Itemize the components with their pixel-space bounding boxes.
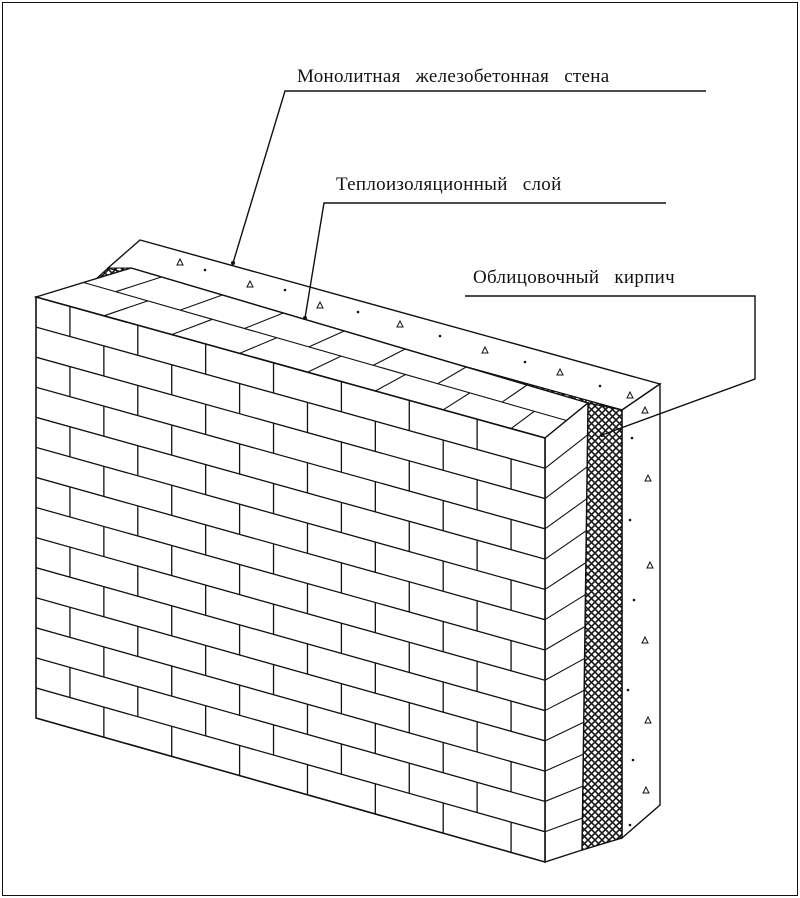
concrete-aggregate bbox=[203, 268, 207, 272]
brick-side-bed-joint bbox=[544, 689, 585, 712]
brick-top-joint bbox=[171, 318, 213, 336]
brick-bed-joint bbox=[36, 536, 545, 681]
concrete-aggregate bbox=[356, 310, 360, 314]
label-concrete-wall: Монолитная железобетонная стена bbox=[297, 66, 610, 87]
concrete-aggregate bbox=[631, 758, 635, 762]
brick-side-bed-joint bbox=[544, 562, 587, 590]
brick-top-joint bbox=[244, 312, 284, 330]
concrete-speckles bbox=[176, 257, 634, 399]
brick-top-joint bbox=[115, 276, 162, 293]
brick-side-bed-joint bbox=[544, 594, 586, 621]
brick-top-joint bbox=[501, 384, 528, 403]
brick-bed-joint bbox=[36, 687, 545, 833]
brick-top-joint bbox=[179, 294, 223, 311]
brick-side-bed-joint bbox=[544, 817, 583, 833]
brick-top-joint bbox=[373, 348, 406, 366]
concrete-aggregate bbox=[641, 635, 649, 644]
brick-side-bed-joint bbox=[544, 626, 586, 651]
brick-top-joint bbox=[510, 410, 535, 430]
leader-concrete-wall bbox=[232, 90, 706, 264]
concrete-aggregate bbox=[626, 390, 634, 399]
brick-side-joints bbox=[544, 434, 588, 833]
concrete-aggregate bbox=[628, 823, 632, 827]
concrete-aggregate bbox=[626, 688, 630, 692]
leader-dot-concrete bbox=[231, 261, 235, 265]
concrete-aggregate bbox=[632, 598, 636, 602]
brick-bed-joint bbox=[36, 446, 545, 591]
brick-top-joint bbox=[437, 366, 467, 385]
brick-bed-joint bbox=[36, 627, 545, 772]
brick-bed-joint bbox=[36, 416, 545, 560]
brick-top-joint bbox=[308, 330, 345, 348]
brick-top-joints bbox=[83, 276, 567, 430]
brick-side-bed-joint bbox=[544, 530, 587, 560]
concrete-aggregate bbox=[646, 560, 654, 569]
brick-bed-joint bbox=[36, 476, 545, 621]
brick-top-joint bbox=[375, 374, 406, 392]
brick-front-joints bbox=[36, 306, 545, 853]
brick-side-bed-joint bbox=[544, 785, 584, 802]
brick-side-bed-joint bbox=[544, 721, 584, 742]
brick-bed-joint bbox=[36, 326, 545, 469]
brick-top-joint bbox=[103, 300, 149, 317]
leader-insulation-layer bbox=[304, 202, 666, 319]
insulation-side bbox=[581, 402, 623, 851]
leader-dot-brick bbox=[600, 433, 604, 437]
brick-bed-joint bbox=[36, 356, 545, 500]
brick-side-bed-joint bbox=[544, 657, 585, 681]
brick-top-joint bbox=[442, 392, 471, 411]
brick-bed-joint bbox=[36, 567, 545, 712]
concrete-aggregate bbox=[316, 300, 324, 309]
concrete-aggregate bbox=[644, 473, 652, 482]
label-insulation-layer: Теплоизоляционный слой bbox=[336, 174, 562, 195]
label-facing-brick: Облицовочный кирпич bbox=[473, 267, 675, 288]
concrete-aggregate bbox=[246, 279, 254, 288]
brick-side-bed-joint bbox=[544, 434, 588, 469]
brick-side-bed-joint bbox=[544, 498, 588, 530]
leader-dot-insulation bbox=[303, 316, 307, 320]
concrete-aggregate bbox=[523, 360, 527, 364]
concrete-aggregate bbox=[641, 405, 649, 414]
concrete-wall-side bbox=[621, 382, 661, 840]
brick-top-joint bbox=[239, 337, 277, 354]
brick-front-face bbox=[35, 295, 546, 864]
brick-bed-joint bbox=[36, 597, 545, 742]
brick-top-seam bbox=[83, 281, 567, 422]
concrete-aggregate bbox=[598, 384, 602, 388]
concrete-aggregate bbox=[176, 257, 184, 266]
brick-bed-joint bbox=[36, 506, 545, 651]
concrete-aggregate bbox=[438, 334, 442, 338]
concrete-aggregate bbox=[644, 715, 652, 724]
brick-side-bed-joint bbox=[544, 753, 584, 772]
concrete-speckles-side bbox=[626, 405, 654, 827]
concrete-aggregate bbox=[283, 288, 287, 292]
concrete-aggregate bbox=[628, 518, 632, 522]
concrete-aggregate bbox=[556, 367, 564, 376]
brick-side-bed-joint bbox=[544, 466, 588, 500]
concrete-aggregate bbox=[630, 436, 634, 440]
brick-bed-joint bbox=[36, 386, 545, 530]
concrete-aggregate bbox=[396, 319, 404, 328]
brick-top-joint bbox=[307, 355, 342, 373]
concrete-aggregate bbox=[481, 345, 489, 354]
concrete-aggregate bbox=[642, 785, 650, 794]
leader-facing-brick bbox=[465, 295, 756, 436]
brick-bed-joint bbox=[36, 657, 545, 803]
